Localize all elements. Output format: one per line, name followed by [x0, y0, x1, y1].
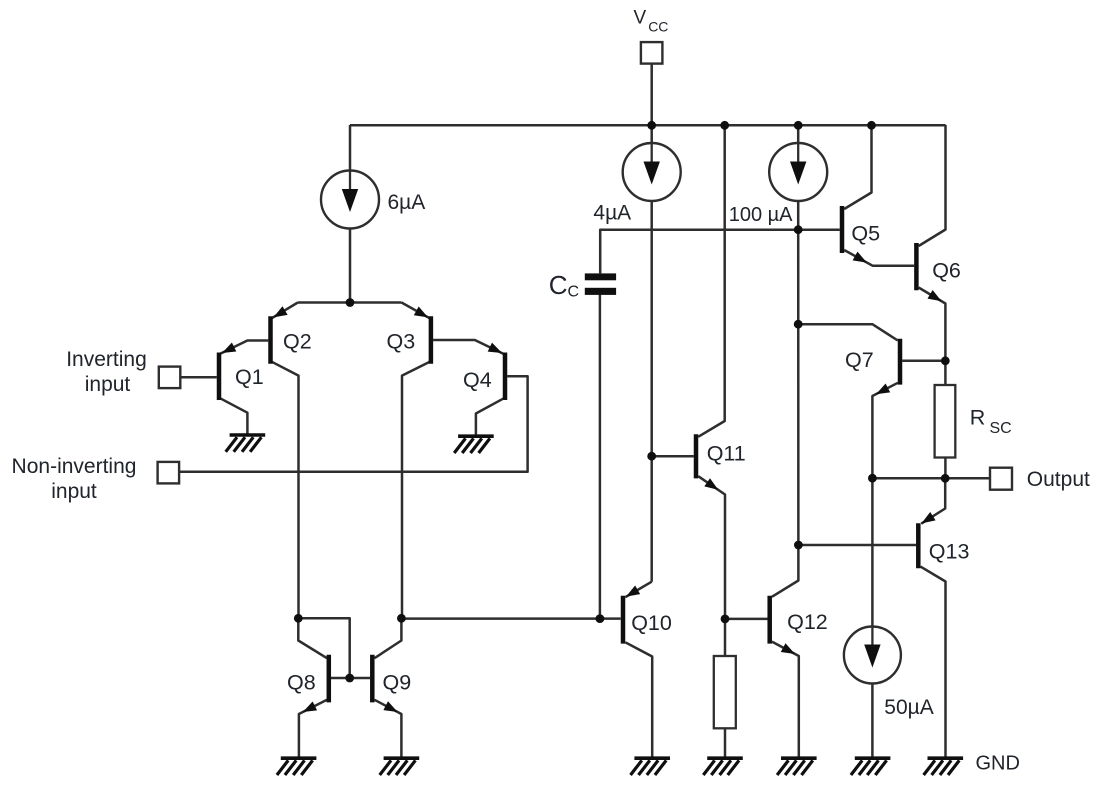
svg-text:Q10: Q10: [631, 611, 672, 635]
svg-text:Q12: Q12: [787, 610, 828, 634]
svg-text:Non-inverting: Non-inverting: [12, 455, 137, 478]
svg-text:50µA: 50µA: [884, 696, 933, 719]
svg-text:Q1: Q1: [235, 365, 264, 389]
svg-text:Q4: Q4: [463, 368, 492, 392]
svg-text:input: input: [51, 480, 97, 503]
svg-text:4µA: 4µA: [593, 202, 631, 225]
svg-text:Output: Output: [1027, 468, 1090, 491]
svg-text:Q11: Q11: [707, 442, 746, 466]
svg-text:input: input: [85, 373, 131, 396]
svg-text:C: C: [568, 284, 580, 301]
svg-text:Q2: Q2: [283, 329, 312, 353]
svg-text:GND: GND: [976, 753, 1020, 775]
svg-text:Q8: Q8: [287, 670, 316, 694]
svg-text:Q6: Q6: [932, 259, 961, 283]
svg-text:CC: CC: [648, 19, 668, 35]
svg-text:Q3: Q3: [387, 329, 416, 353]
svg-text:V: V: [634, 8, 647, 29]
svg-text:100 µA: 100 µA: [729, 204, 793, 226]
svg-text:Q13: Q13: [929, 539, 970, 563]
svg-text:Inverting: Inverting: [66, 348, 147, 371]
svg-text:Q9: Q9: [383, 670, 412, 694]
svg-text:SC: SC: [990, 420, 1012, 437]
svg-text:C: C: [549, 270, 568, 300]
svg-text:Q7: Q7: [845, 348, 874, 372]
svg-text:Q5: Q5: [851, 221, 880, 245]
svg-text:6µA: 6µA: [388, 191, 426, 214]
svg-text:R: R: [970, 406, 986, 430]
